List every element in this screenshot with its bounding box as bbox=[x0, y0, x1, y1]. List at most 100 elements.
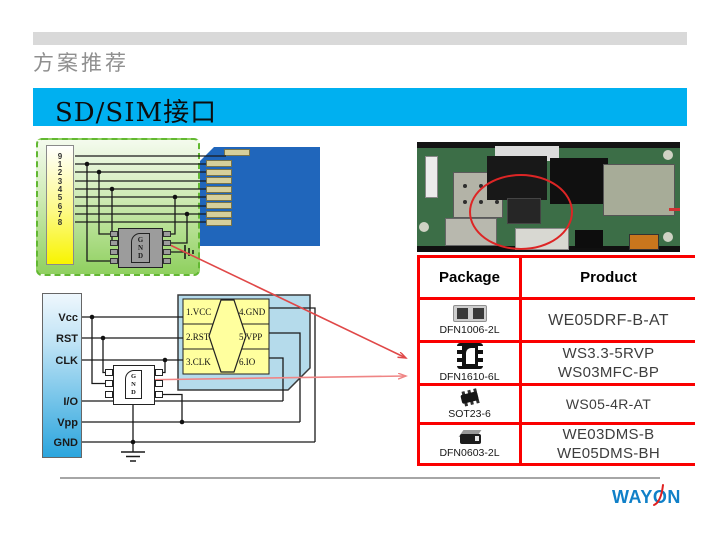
sd-contact-pad bbox=[206, 186, 232, 193]
column-header-package: Package bbox=[439, 269, 500, 286]
photo-edge bbox=[417, 142, 680, 148]
esd-chip-sd: GND bbox=[102, 226, 181, 270]
pcb-red-wire bbox=[669, 208, 680, 211]
sd-card-graphic bbox=[200, 147, 320, 246]
chip-pin bbox=[105, 391, 113, 398]
table-row-package: DFN0603-2L bbox=[420, 425, 519, 463]
chip-d-marking: GND bbox=[131, 233, 150, 263]
sd-pin-number: 3 bbox=[57, 177, 63, 186]
pcb-rf-shield bbox=[603, 164, 675, 216]
table-row-product: WE05DRF-B-AT bbox=[522, 300, 695, 340]
sim-contact-label: 1.VCC bbox=[186, 307, 212, 317]
package-name: DFN0603-2L bbox=[439, 447, 500, 459]
page-title: SD/SIM接口 bbox=[55, 98, 218, 128]
chip-pin bbox=[163, 231, 171, 237]
pcb-connector bbox=[425, 156, 438, 198]
sd-contact-pad bbox=[206, 177, 232, 184]
sd-pin-number: 4 bbox=[57, 185, 63, 194]
highlight-ellipse bbox=[469, 174, 573, 250]
icon-part bbox=[456, 307, 468, 319]
chip-pin bbox=[105, 369, 113, 376]
section-title: 方案推荐 bbox=[33, 52, 129, 75]
logo-swoosh-icon bbox=[652, 484, 664, 506]
footer-divider bbox=[60, 477, 660, 479]
chip-pin bbox=[110, 249, 118, 255]
sim-contact-label: 3.CLK bbox=[186, 357, 211, 367]
chip-pin bbox=[163, 249, 171, 255]
table-line bbox=[417, 383, 695, 386]
recommendation-table: Package Product DFN1006-2L WE05DRF-B-AT … bbox=[417, 255, 695, 466]
icon-part bbox=[456, 346, 462, 350]
column-header-product: Product bbox=[580, 269, 637, 286]
chip-pin bbox=[163, 258, 171, 264]
sim-contact-label: 5.VPP bbox=[239, 332, 263, 342]
icon-part bbox=[459, 434, 481, 444]
bus-label: Vpp bbox=[57, 417, 78, 429]
sd-contact-pad bbox=[206, 211, 232, 218]
sd-contact-pad bbox=[206, 202, 232, 209]
pcb-usb-port bbox=[629, 234, 659, 250]
bus-label: Vcc bbox=[58, 312, 78, 324]
sim-contact-label: 6.IO bbox=[239, 357, 256, 367]
icon-part bbox=[465, 348, 475, 364]
callout-arrow-sim bbox=[133, 376, 406, 381]
pcb-shield-dots bbox=[463, 184, 467, 188]
table-line bbox=[417, 255, 420, 466]
icon-part bbox=[472, 307, 484, 319]
chip-pin bbox=[163, 240, 171, 246]
bus-label: I/O bbox=[63, 396, 78, 408]
sd-contact-pad bbox=[224, 149, 250, 156]
sd-pin-number: 6 bbox=[57, 202, 63, 211]
chip-gnd-label: GND bbox=[130, 372, 137, 396]
dfn1610-6l-icon bbox=[456, 343, 483, 369]
table-row-product: WS3.3-5RVP WS03MFC-BP bbox=[522, 343, 695, 383]
table-line bbox=[417, 463, 695, 466]
table-line bbox=[417, 340, 695, 343]
package-name: DFN1006-2L bbox=[439, 323, 500, 336]
dfn1006-2l-icon bbox=[452, 304, 487, 322]
table-line bbox=[519, 255, 522, 466]
title-bar bbox=[33, 88, 687, 126]
icon-part bbox=[477, 346, 483, 350]
product-name: WE05DMS-BH bbox=[556, 445, 660, 462]
chip-d-marking: GND bbox=[125, 370, 142, 399]
product-name: WS3.3-5RVP bbox=[562, 345, 655, 362]
sd-pin-number: 9 bbox=[57, 152, 63, 161]
sd-pin-number: 7 bbox=[57, 210, 63, 219]
icon-part bbox=[474, 436, 479, 441]
chip-pin bbox=[105, 380, 113, 387]
table-row-product: WE03DMS-B WE05DMS-BH bbox=[522, 425, 695, 463]
pcb-photo bbox=[417, 142, 680, 252]
bus-label: GND bbox=[53, 437, 78, 449]
package-name: SOT23-6 bbox=[448, 408, 491, 420]
sd-pin-number: 5 bbox=[57, 193, 63, 202]
table-row-package: DFN1610-6L bbox=[420, 343, 519, 383]
logo-text: WAY bbox=[612, 487, 653, 507]
ground-symbol bbox=[121, 451, 145, 462]
sot23-6-icon bbox=[459, 388, 481, 407]
bus-label: CLK bbox=[55, 355, 78, 367]
sim-bus-strip: Vcc RST CLK I/O Vpp GND bbox=[42, 293, 82, 458]
chip-gnd-label: GND bbox=[137, 236, 144, 260]
table-line bbox=[417, 422, 695, 425]
sd-pin-strip: 9 1 2 3 4 5 6 7 8 bbox=[46, 145, 74, 265]
sim-contact-label: 2.RST bbox=[186, 332, 210, 342]
product-name: WE05DRF-B-AT bbox=[548, 311, 669, 329]
table-line bbox=[417, 255, 695, 258]
product-name: WE03DMS-B bbox=[562, 426, 655, 443]
chip-pin bbox=[110, 240, 118, 246]
esd-chip-sim: GND bbox=[97, 363, 171, 407]
sd-pin-number: 1 bbox=[57, 160, 63, 169]
package-name: DFN1610-6L bbox=[439, 371, 500, 383]
pcb-component bbox=[575, 230, 603, 248]
table-row-product: WS05-4R-AT bbox=[522, 386, 695, 422]
sd-pin-number: 8 bbox=[57, 218, 63, 227]
sim-contact-label: 4.GND bbox=[239, 307, 266, 317]
table-line bbox=[417, 297, 695, 300]
sd-contact-pad bbox=[206, 169, 232, 176]
product-name: WS05-4R-AT bbox=[565, 395, 652, 412]
logo-text: N bbox=[667, 487, 681, 507]
chip-pin bbox=[110, 231, 118, 237]
sd-contact-pad bbox=[206, 160, 232, 167]
